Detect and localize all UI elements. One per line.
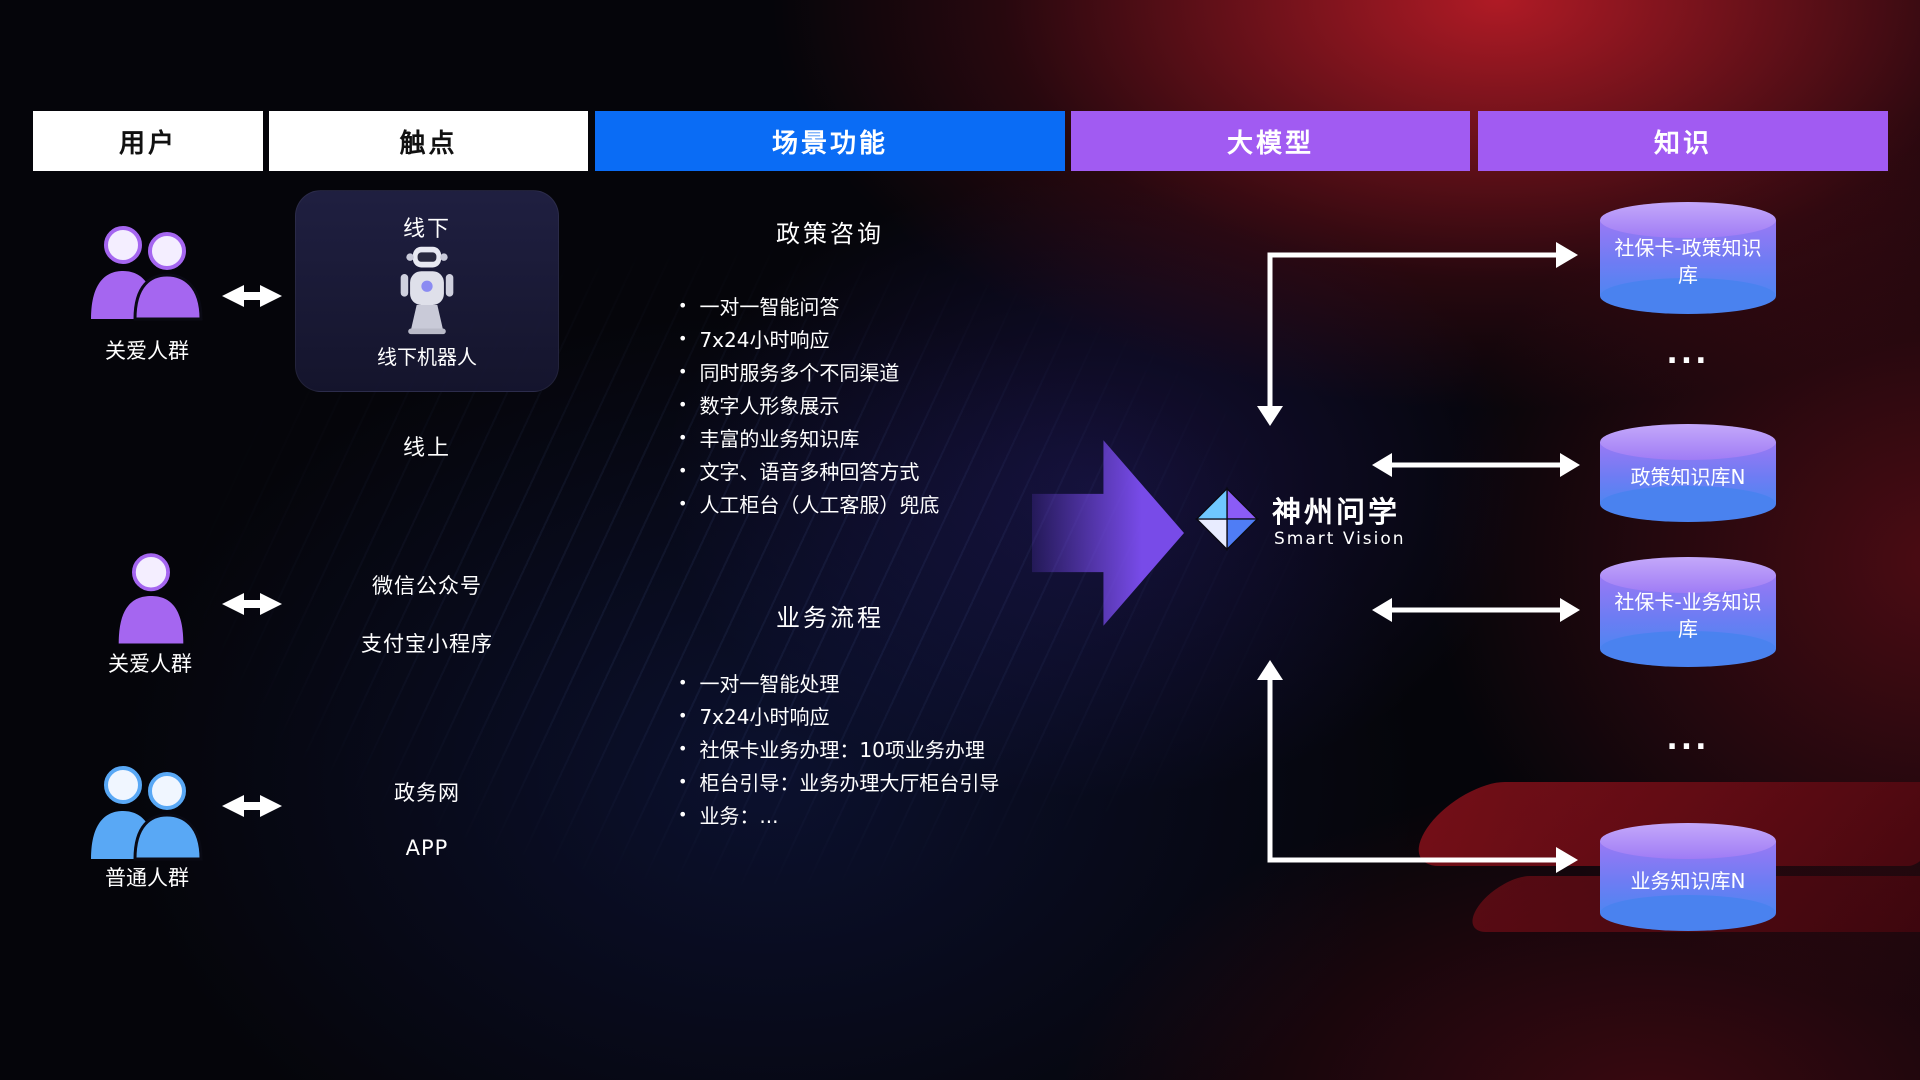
list-item-text: 人工柜台（人工客服）兜底 (699, 493, 940, 517)
scenario-business-list: 一对一智能处理 7x24小时响应 社保卡业务办理：10项业务办理 柜台引导：业务… (678, 666, 1118, 831)
knowledge-db-label: 业务知识库N (1630, 868, 1746, 893)
group-people-blue-icon (83, 752, 213, 870)
list-item: 7x24小时响应 (678, 699, 1118, 732)
list-item-text: 同时服务多个不同渠道 (699, 361, 900, 385)
group-people-purple-icon (83, 212, 213, 330)
offline-touchpoint-card: 线下 线下机器人 (295, 190, 559, 392)
list-item-text: 一对一智能问答 (699, 295, 840, 319)
knowledge-db-label: 社保卡-业务知识库 (1614, 590, 1762, 641)
list-item-text: 业务：... (699, 804, 779, 828)
scenario-title-business: 业务流程 (776, 604, 884, 632)
user-general-label: 普通人群 (105, 866, 189, 890)
smart-vision-logo-icon (1194, 486, 1260, 556)
list-item: 柜台引导：业务办理大厅柜台引导 (678, 765, 1118, 798)
list-item: 社保卡业务办理：10项业务办理 (678, 732, 1118, 765)
column-header-model: 大模型 (1071, 111, 1470, 171)
knowledge-db-label: 社保卡-政策知识库 (1614, 236, 1762, 287)
list-item-text: 社保卡业务办理：10项业务办理 (699, 738, 985, 762)
single-person-purple-icon (113, 548, 189, 648)
list-item-text: 文字、语音多种回答方式 (699, 460, 920, 484)
scenario-title-policy: 政策咨询 (776, 220, 884, 248)
cylinder-top (1600, 202, 1776, 238)
list-item: 一对一智能处理 (678, 666, 1118, 699)
list-item-text: 7x24小时响应 (699, 328, 830, 352)
robot-icon (394, 243, 460, 341)
knowledge-db-policy-shebao: 社保卡-政策知识库 (1600, 202, 1776, 314)
knowledge-ellipsis: ... (1666, 722, 1710, 757)
list-item: 数字人形象展示 (678, 388, 1118, 421)
list-item-text: 丰富的业务知识库 (699, 427, 860, 451)
cylinder-bottom (1600, 895, 1776, 931)
knowledge-db-policy-n: 政策知识库N (1600, 424, 1776, 522)
list-item: 同时服务多个不同渠道 (678, 355, 1118, 388)
model-name: 神州问学 (1272, 495, 1401, 529)
user-single-label: 关爱人群 (108, 652, 192, 676)
cylinder-bottom (1600, 278, 1776, 314)
cylinder-top (1600, 424, 1776, 460)
cylinder-bottom (1600, 631, 1776, 667)
knowledge-db-business-shebao: 社保卡-业务知识库 (1600, 557, 1776, 667)
list-item: 人工柜台（人工客服）兜底 (678, 487, 1118, 520)
knowledge-db-label: 政策知识库N (1630, 464, 1746, 489)
list-item: 一对一智能问答 (678, 289, 1118, 322)
list-item-text: 一对一智能处理 (699, 672, 840, 696)
offline-title: 线下 (402, 217, 451, 242)
list-item: 业务：... (678, 798, 1118, 831)
knowledge-ellipsis: ... (1666, 336, 1710, 371)
list-item: 丰富的业务知识库 (678, 421, 1118, 454)
user-group-label: 关爱人群 (105, 339, 189, 363)
list-item-text: 柜台引导：业务办理大厅柜台引导 (699, 771, 1000, 795)
offline-robot-label: 线下机器人 (377, 345, 477, 369)
list-item-text: 数字人形象展示 (699, 394, 840, 418)
model-subtitle: Smart Vision (1274, 529, 1406, 549)
channel-app: APP (405, 836, 449, 860)
knowledge-db-business-n: 业务知识库N (1600, 823, 1776, 931)
column-header-touchpoint: 触点 (269, 111, 588, 171)
online-title: 线上 (402, 436, 451, 461)
list-item-text: 7x24小时响应 (699, 705, 830, 729)
cylinder-top (1600, 557, 1776, 593)
cylinder-bottom (1600, 486, 1776, 522)
column-header-scenario: 场景功能 (595, 111, 1065, 171)
column-header-users: 用户 (33, 111, 263, 171)
column-header-knowledge: 知识 (1478, 111, 1888, 171)
channel-alipay: 支付宝小程序 (361, 632, 493, 656)
list-item: 文字、语音多种回答方式 (678, 454, 1118, 487)
channel-govweb: 政务网 (394, 781, 460, 805)
cylinder-top (1600, 823, 1776, 859)
channel-wechat: 微信公众号 (372, 574, 482, 598)
list-item: 7x24小时响应 (678, 322, 1118, 355)
scenario-policy-list: 一对一智能问答 7x24小时响应 同时服务多个不同渠道 数字人形象展示 丰富的业… (678, 289, 1118, 520)
